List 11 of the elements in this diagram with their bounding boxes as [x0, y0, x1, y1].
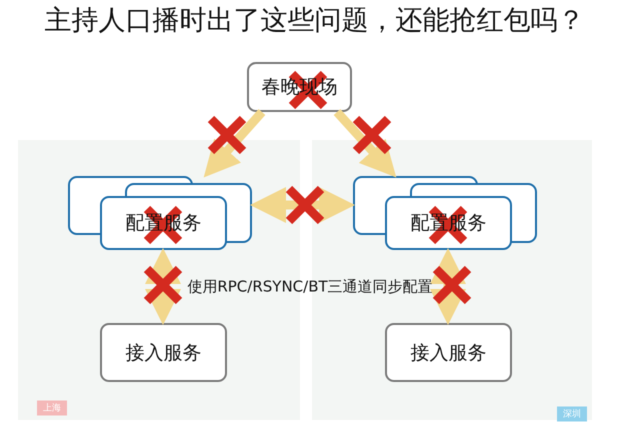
arrow: [430, 248, 466, 325]
region-tag: 上海: [37, 400, 67, 416]
arrow: [145, 248, 181, 325]
service-box: 接入服务: [100, 323, 227, 382]
service-box: 接入服务: [385, 323, 512, 382]
title: 主持人口播时出了这些问题，还能抢红包吗？: [44, 4, 586, 38]
arrow: [250, 187, 355, 223]
region-tag: 深圳: [557, 406, 587, 422]
arrow: [204, 109, 266, 178]
sync-note: 使用RPC/RSYNC/BT三通道同步配置: [186, 276, 434, 298]
arrow: [334, 108, 396, 178]
